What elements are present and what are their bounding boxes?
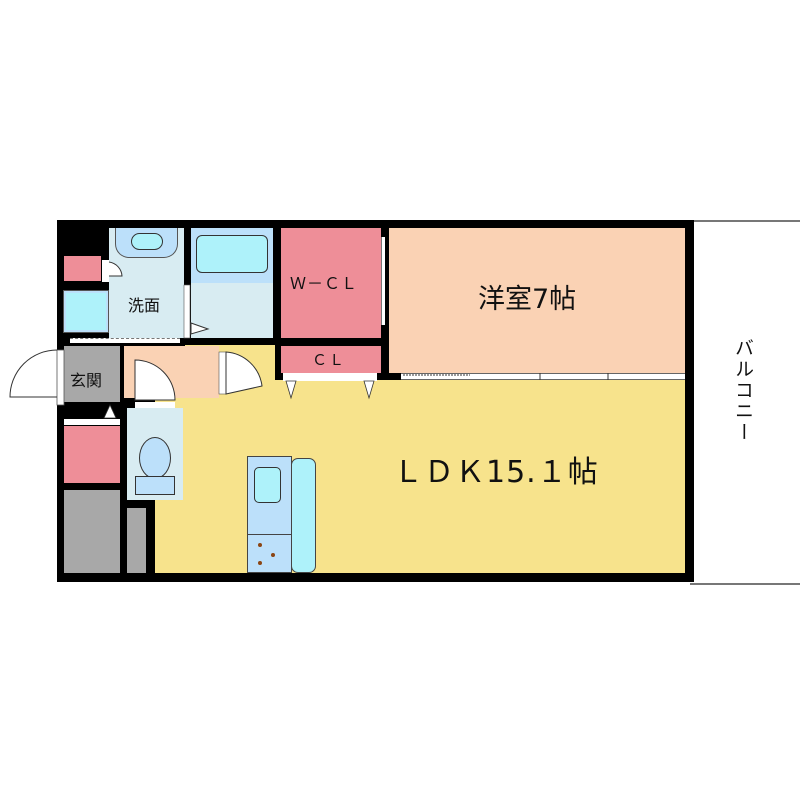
storage-right: [127, 508, 146, 573]
washroom-label: 洗面: [128, 296, 161, 315]
ldk-room: [155, 380, 685, 573]
shoe-cabinet: [64, 426, 120, 483]
stove-burner: [258, 561, 262, 565]
sliding-door[interactable]: [401, 373, 685, 380]
closet-door[interactable]: [283, 373, 377, 381]
western-room-label: 洋室7帖: [478, 284, 577, 315]
wcl-sliding-door[interactable]: [381, 237, 385, 325]
balcony: [690, 220, 800, 585]
basin-bowl: [131, 233, 163, 250]
stove-divider: [247, 534, 292, 535]
storage-left: [64, 490, 120, 573]
sink-icon: [254, 467, 281, 503]
walk-in-closet-label: Ｗ－ＣＬ: [290, 274, 359, 293]
stove-burner: [258, 543, 262, 547]
refrigerator-space: [291, 458, 316, 573]
closet: [281, 346, 381, 373]
western-room: [389, 228, 685, 373]
washroom-sliding-door[interactable]: [70, 338, 180, 343]
linen-storage: [64, 256, 101, 281]
washing-machine-icon: [63, 290, 109, 333]
step: [64, 419, 120, 425]
entrance: [64, 346, 120, 402]
bathtub-icon: [196, 235, 268, 273]
walk-in-closet: [281, 228, 381, 338]
balcony-label: バルコニー: [732, 338, 754, 443]
stove-burner: [271, 553, 275, 557]
closet-label: ＣＬ: [312, 351, 347, 369]
ldk-label: ＬＤＫ15.１帖: [393, 455, 599, 490]
toilet-tank-icon: [135, 476, 175, 495]
entrance-label: 玄関: [70, 371, 103, 390]
toilet-door[interactable]: [135, 402, 175, 408]
